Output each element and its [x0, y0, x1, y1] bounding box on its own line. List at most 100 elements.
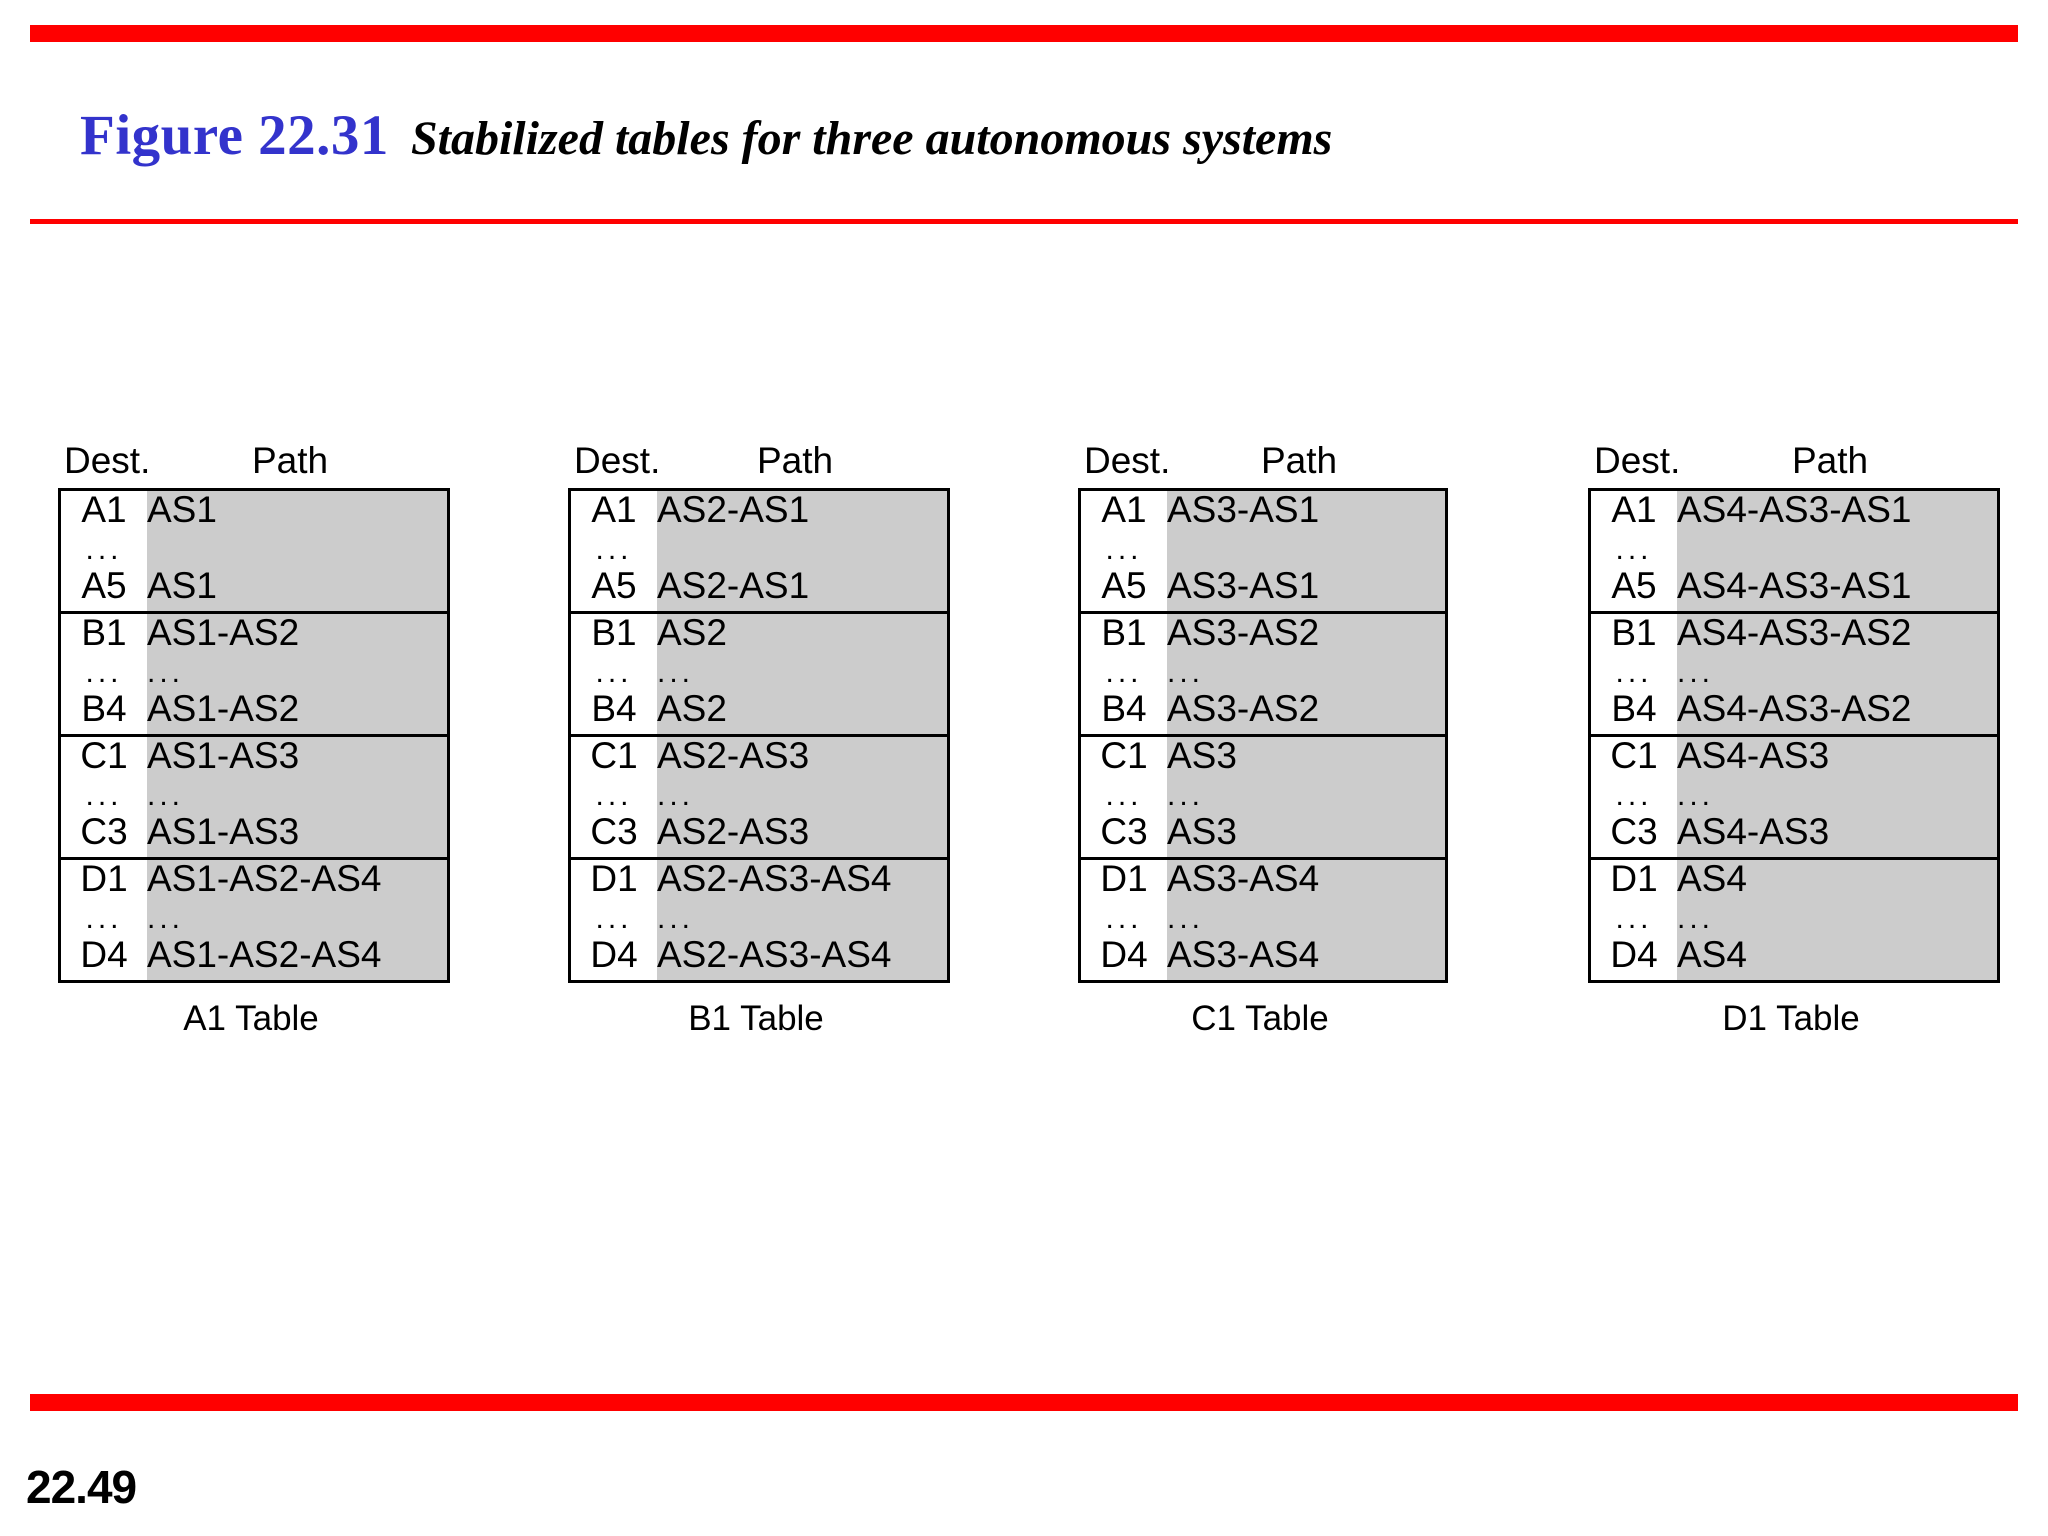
table-row-group: C1...C3 AS3...AS3 — [1079, 735, 1447, 859]
dest-last: B4 — [591, 688, 637, 729]
dest-ellipsis: ... — [1615, 779, 1653, 812]
path-ellipsis: ... — [657, 656, 695, 689]
column-header-dest: Dest. — [64, 440, 151, 481]
path-first: AS3-AS4 — [1167, 858, 1320, 899]
cell-destination: A1...A5 — [569, 489, 657, 613]
dest-last: A5 — [1611, 565, 1657, 606]
cell-destination: D1...D4 — [569, 858, 657, 982]
path-first: AS3 — [1167, 735, 1237, 776]
path-last: AS3 — [1167, 811, 1237, 852]
path-last: AS2-AS1 — [657, 565, 810, 606]
path-last: AS1 — [147, 565, 217, 606]
dest-last: D4 — [1100, 934, 1148, 975]
routing-table: A1...A5AS4-AS3-AS1.AS4-AS3-AS1B1...B4AS4… — [1588, 488, 2000, 983]
dest-last: A5 — [591, 565, 637, 606]
cell-destination: A1...A5 — [59, 489, 147, 613]
column-header-dest: Dest. — [1594, 440, 1681, 481]
dest-ellipsis: ... — [595, 779, 633, 812]
cell-path: AS4...AS4 — [1677, 858, 1999, 982]
table-caption: A1 Table — [183, 999, 319, 1038]
path-ellipsis: . — [147, 535, 447, 567]
cell-destination: B1...B4 — [1079, 612, 1167, 736]
column-header-path: Path — [757, 440, 834, 481]
cell-path: AS1-AS3...AS1-AS3 — [147, 735, 449, 859]
path-ellipsis: . — [1677, 535, 1997, 567]
dest-first: C1 — [1100, 735, 1148, 776]
dest-first: C1 — [1610, 735, 1658, 776]
page-number: 22.49 — [26, 1461, 137, 1513]
path-first: AS4-AS3-AS2 — [1677, 612, 1912, 653]
cell-destination: B1...B4 — [569, 612, 657, 736]
path-first: AS1-AS3 — [147, 735, 300, 776]
dest-first: D1 — [1100, 858, 1148, 899]
column-header-path: Path — [1261, 440, 1338, 481]
dest-last: A5 — [81, 565, 127, 606]
dest-ellipsis: ... — [85, 779, 123, 812]
dest-last: C3 — [1100, 811, 1148, 852]
cell-path: AS3-AS2...AS3-AS2 — [1167, 612, 1447, 736]
dest-last: D4 — [1610, 934, 1658, 975]
routing-table: A1...A5AS3-AS1.AS3-AS1B1...B4AS3-AS2...A… — [1078, 488, 1448, 983]
path-ellipsis: ... — [1167, 656, 1205, 689]
path-last: AS2-AS3-AS4 — [657, 934, 892, 975]
path-first: AS2 — [657, 612, 727, 653]
cell-path: AS1-AS2-AS4...AS1-AS2-AS4 — [147, 858, 449, 982]
column-header-dest: Dest. — [1084, 440, 1171, 481]
cell-path: AS4-AS3-AS1.AS4-AS3-AS1 — [1677, 489, 1999, 613]
path-first: AS1 — [147, 489, 217, 530]
dest-ellipsis: ... — [595, 656, 633, 689]
path-ellipsis: . — [657, 535, 947, 567]
header-rule-bottom — [30, 219, 2018, 224]
footer-rule — [30, 1394, 2018, 1411]
table-caption: B1 Table — [688, 999, 824, 1038]
cell-destination: D1...D4 — [1589, 858, 1677, 982]
dest-last: B4 — [1101, 688, 1147, 729]
cell-destination: A1...A5 — [1589, 489, 1677, 613]
cell-path: AS1-AS2...AS1-AS2 — [147, 612, 449, 736]
column-header-path: Path — [1792, 440, 1869, 481]
dest-ellipsis: ... — [1105, 656, 1143, 689]
path-last: AS4-AS3-AS1 — [1677, 565, 1912, 606]
path-last: AS2 — [657, 688, 727, 729]
dest-first: C1 — [80, 735, 128, 776]
dest-first: B1 — [1611, 612, 1657, 653]
path-first: AS2-AS1 — [657, 489, 810, 530]
dest-ellipsis: ... — [1105, 902, 1143, 935]
dest-ellipsis: ... — [85, 656, 123, 689]
path-first: AS2-AS3 — [657, 735, 810, 776]
cell-destination: B1...B4 — [59, 612, 147, 736]
cell-path: AS3...AS3 — [1167, 735, 1447, 859]
dest-last: B4 — [81, 688, 127, 729]
dest-ellipsis: ... — [1105, 779, 1143, 812]
dest-last: D4 — [590, 934, 638, 975]
path-ellipsis: ... — [1677, 779, 1715, 812]
path-last: AS4-AS3 — [1677, 811, 1830, 852]
path-last: AS3-AS1 — [1167, 565, 1320, 606]
cell-path: AS2-AS1.AS2-AS1 — [657, 489, 949, 613]
routing-table-unit: Dest.PathA1...A5AS3-AS1.AS3-AS1B1...B4AS… — [1078, 440, 1448, 1039]
table-caption: C1 Table — [1191, 999, 1329, 1038]
header-rule-top — [30, 25, 2018, 42]
dest-first: D1 — [80, 858, 128, 899]
path-first: AS3-AS1 — [1167, 489, 1320, 530]
cell-path: AS3-AS4...AS3-AS4 — [1167, 858, 1447, 982]
figure-number: Figure 22.31 — [80, 104, 389, 167]
routing-table: A1...A5AS2-AS1.AS2-AS1B1...B4AS2...AS2C1… — [568, 488, 950, 983]
dest-first: A1 — [1101, 489, 1147, 530]
cell-destination: A1...A5 — [1079, 489, 1167, 613]
dest-first: B1 — [81, 612, 127, 653]
path-first: AS4-AS3-AS1 — [1677, 489, 1912, 530]
path-first: AS3-AS2 — [1167, 612, 1320, 653]
dest-first: A1 — [1611, 489, 1657, 530]
path-last: AS2-AS3 — [657, 811, 810, 852]
cell-destination: D1...D4 — [59, 858, 147, 982]
path-ellipsis: . — [1167, 535, 1445, 567]
